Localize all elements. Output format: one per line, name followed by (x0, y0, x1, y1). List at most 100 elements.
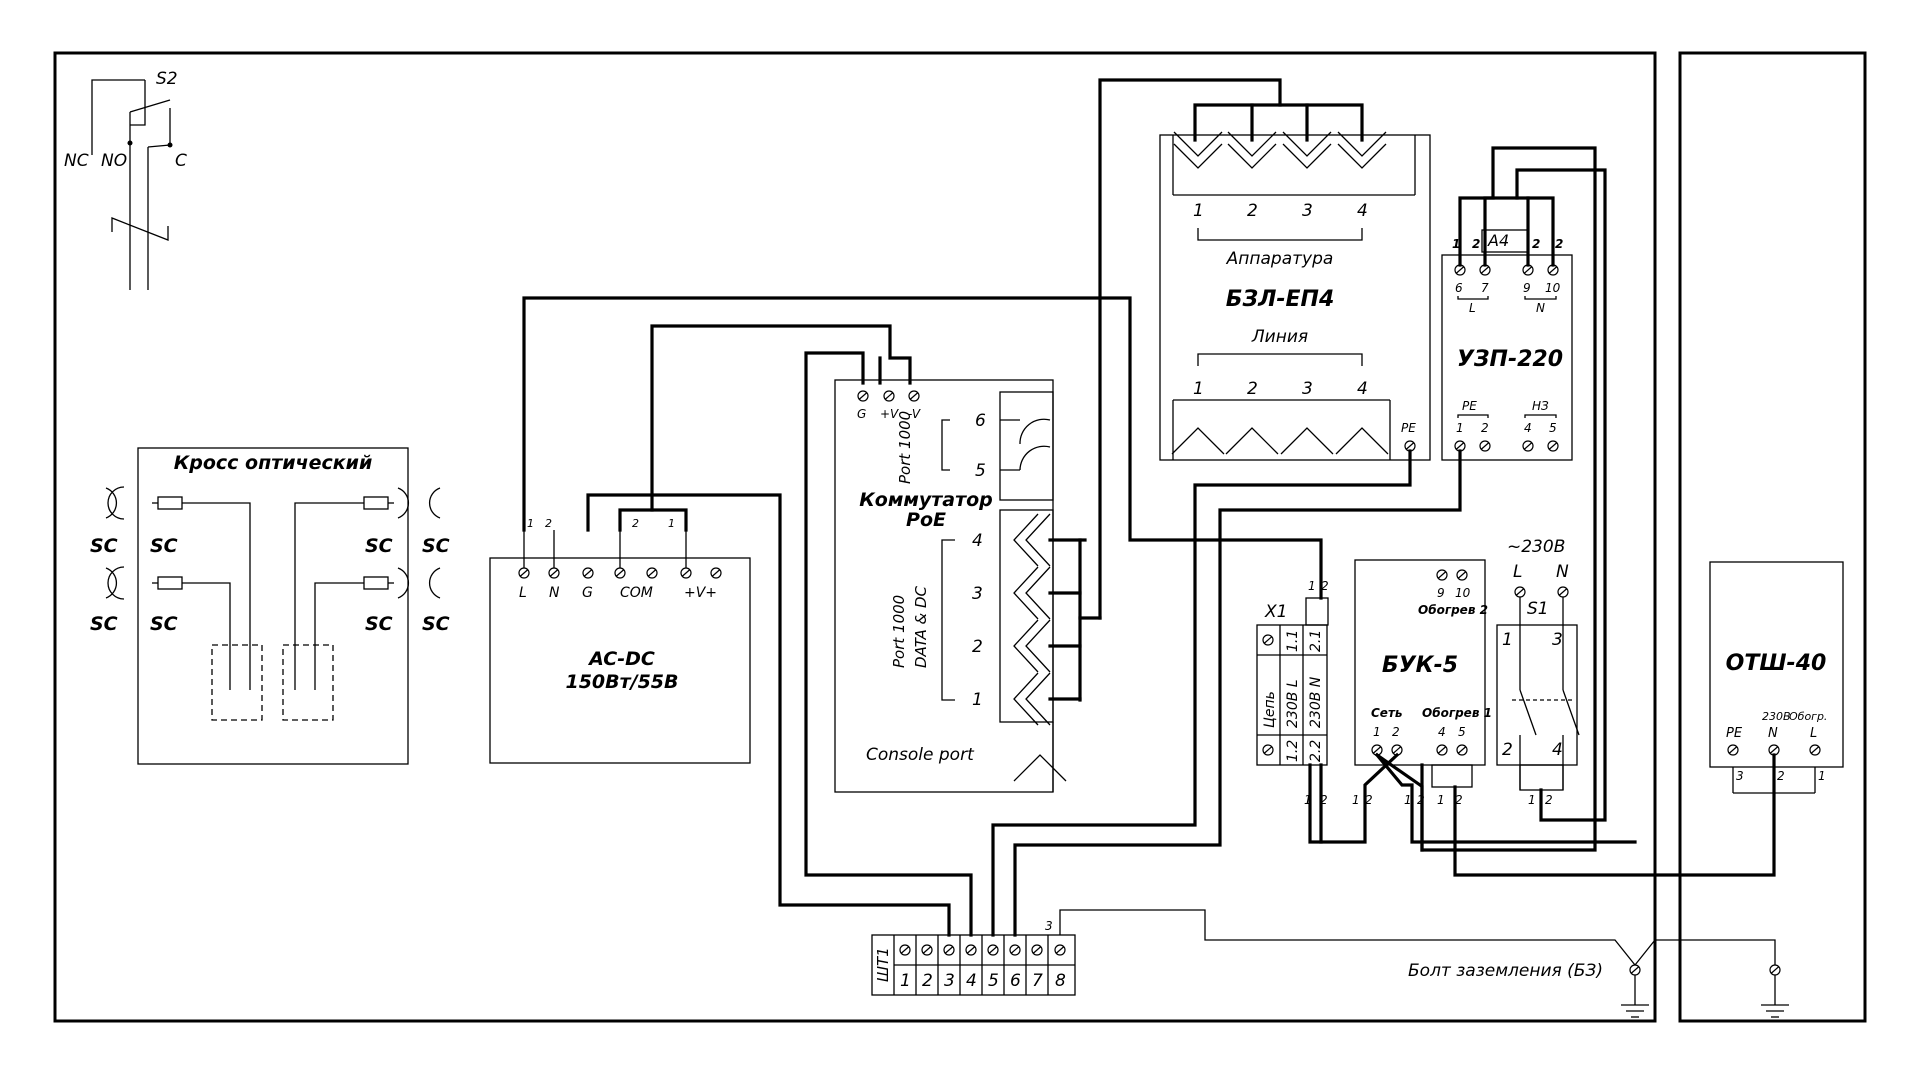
buk-t5: 5 (1458, 725, 1466, 739)
buk-heat2: Обогрев 2 (1418, 603, 1488, 617)
s1-breaker: ~230В L N S1 1 3 2 4 1 2 (1496, 537, 1580, 807)
switch-title-2: PoE (906, 509, 946, 531)
bzl-line-label: Линия (1251, 327, 1308, 347)
otsh-cabinet-frame (1678, 51, 1867, 1023)
switch-port-5: 5 (975, 461, 986, 481)
acdc-power-supply: L N G COM +V+ 1 2 2 1 AC-DC 150Вт/55В (489, 517, 751, 764)
uzp-b2: 2 (1481, 421, 1489, 435)
buk-wire-mark-3: 1 (1404, 793, 1412, 807)
sc-label-r2: SC (422, 535, 450, 557)
uzp-t9: 9 (1523, 281, 1531, 295)
otsh-pe: PE (1726, 726, 1743, 741)
optical-cross: Кросс оптический SC SC SC SC SC SC (90, 447, 450, 765)
switch-port-4: 4 (972, 531, 983, 551)
s2-c-label: C (175, 151, 187, 171)
sc-label-l1: SC (90, 535, 118, 557)
switch-port-2: 2 (972, 637, 983, 657)
x1-wire-mark-1: 1 (1308, 579, 1316, 593)
acdc-term-g: G (582, 585, 593, 601)
optical-cross-title: Кросс оптический (174, 452, 373, 474)
sc-label-l2: SC (150, 535, 178, 557)
acdc-mark-3: 2 (632, 517, 639, 530)
xt1-wire-mark-3: 3 (1045, 919, 1053, 933)
s1-v230: ~230В (1507, 537, 1565, 557)
buk-t4: 4 (1438, 725, 1446, 739)
buk-wire-mark-2: 2 (1365, 793, 1373, 807)
x1-wire-mark-4: 2 (1320, 793, 1328, 807)
otsh-n: N (1768, 726, 1778, 741)
bzl-top-2: 2 (1247, 201, 1258, 221)
buk-t1: 1 (1373, 725, 1381, 739)
main-cabinet-frame (53, 51, 1657, 1023)
uzp-wire-mark-4: 2 (1555, 237, 1563, 251)
xt1-terminal-strip: ШТ1 1 2 3 4 5 6 7 8 3 (871, 919, 1076, 996)
uzp-t7: 7 (1481, 281, 1489, 295)
uzp-t10: 10 (1545, 281, 1561, 295)
switch-term-mv: -V (908, 407, 921, 421)
buk-set: Сеть (1371, 706, 1403, 720)
otsh-t1: 1 (1818, 769, 1826, 783)
x1-c21: 2.1 (1308, 630, 1324, 652)
acdc-term-v: +V+ (684, 585, 717, 601)
xt1-term-3: 3 (944, 971, 955, 991)
acdc-title-2: 150Вт/55В (565, 671, 678, 693)
uzp-nz-label: НЗ (1532, 399, 1549, 413)
xt1-term-7: 7 (1032, 971, 1043, 991)
switch-term-g: G (857, 407, 866, 421)
buk-title: БУК-5 (1382, 653, 1458, 678)
buk-t10: 10 (1455, 586, 1471, 600)
acdc-mark-4: 1 (668, 517, 675, 530)
otsh-v230: 230В (1762, 710, 1791, 723)
switch-port-data-label2: DATA & DC (912, 585, 930, 668)
sc-label-r4: SC (422, 613, 450, 635)
uzp-a4-label: A4 (1487, 231, 1509, 250)
s2-no-label: NO (101, 151, 127, 171)
otsh-t2: 2 (1777, 769, 1785, 783)
bzl-bot-2: 2 (1247, 379, 1258, 399)
x1-l230: 230В L (1285, 679, 1301, 728)
uzp-pe-label: PE (1462, 399, 1477, 413)
s1-t1: 1 (1502, 630, 1513, 650)
uzp-n-label: N (1536, 301, 1545, 315)
xt1-term-1: 1 (900, 971, 911, 991)
ground-label: Болт заземления (БЗ) (1408, 961, 1603, 981)
bzl-bot-1: 1 (1193, 379, 1204, 399)
otsh-obogr: Обогр. (1789, 710, 1827, 723)
s1-wire-mark-1: 1 (1528, 793, 1536, 807)
x1-c22: 2.2 (1308, 740, 1324, 762)
switch-port-3: 3 (972, 584, 983, 604)
buk-heat1: Обогрев 1 (1422, 706, 1492, 720)
switch-port1000-label: Port 1000 (896, 411, 914, 484)
acdc-mark-2: 2 (545, 517, 552, 530)
x1-c12: 1.2 (1285, 740, 1301, 762)
xt1-term-5: 5 (988, 971, 999, 991)
switch-console-port: Console port (866, 745, 975, 765)
bzl-ep4: 1 2 3 4 Аппаратура БЗЛ-ЕП4 Линия 1 2 3 4… (1159, 131, 1431, 461)
switch-port-6: 6 (975, 411, 986, 431)
switch-title-1: Коммутатор (859, 489, 993, 511)
xt1-term-8: 8 (1055, 971, 1066, 991)
s1-wire-mark-2: 2 (1545, 793, 1553, 807)
uzp-b1: 1 (1456, 421, 1464, 435)
x1-n230: 230В N (1308, 676, 1324, 728)
buk-wire-mark-1: 1 (1352, 793, 1360, 807)
s2-nc-label: NC (64, 151, 89, 171)
uzp-wire-mark-1: 1 (1452, 237, 1460, 251)
sc-label-r3: SC (365, 613, 393, 635)
uzp-title: УЗП-220 (1457, 347, 1563, 372)
acdc-term-n: N (549, 585, 560, 601)
bzl-top-4: 4 (1357, 201, 1368, 221)
acdc-mark-1: 1 (527, 517, 534, 530)
bzl-bot-3: 3 (1302, 379, 1313, 399)
uzp-l-label: L (1469, 301, 1476, 315)
uzp-220: A4 1 2 2 2 6 7 9 10 L N УЗП-220 PE НЗ 1 … (1441, 229, 1573, 461)
xt1-term-4: 4 (966, 971, 977, 991)
buk-wire-mark-5: 1 (1437, 793, 1445, 807)
xt1-term-2: 2 (922, 971, 933, 991)
otsh-t3: 3 (1736, 769, 1744, 783)
x1-c11: 1.1 (1285, 630, 1301, 652)
s1-t3: 3 (1552, 630, 1563, 650)
s2-door-switch: S2 NC NO C (64, 69, 187, 290)
buk-t2: 2 (1392, 725, 1400, 739)
